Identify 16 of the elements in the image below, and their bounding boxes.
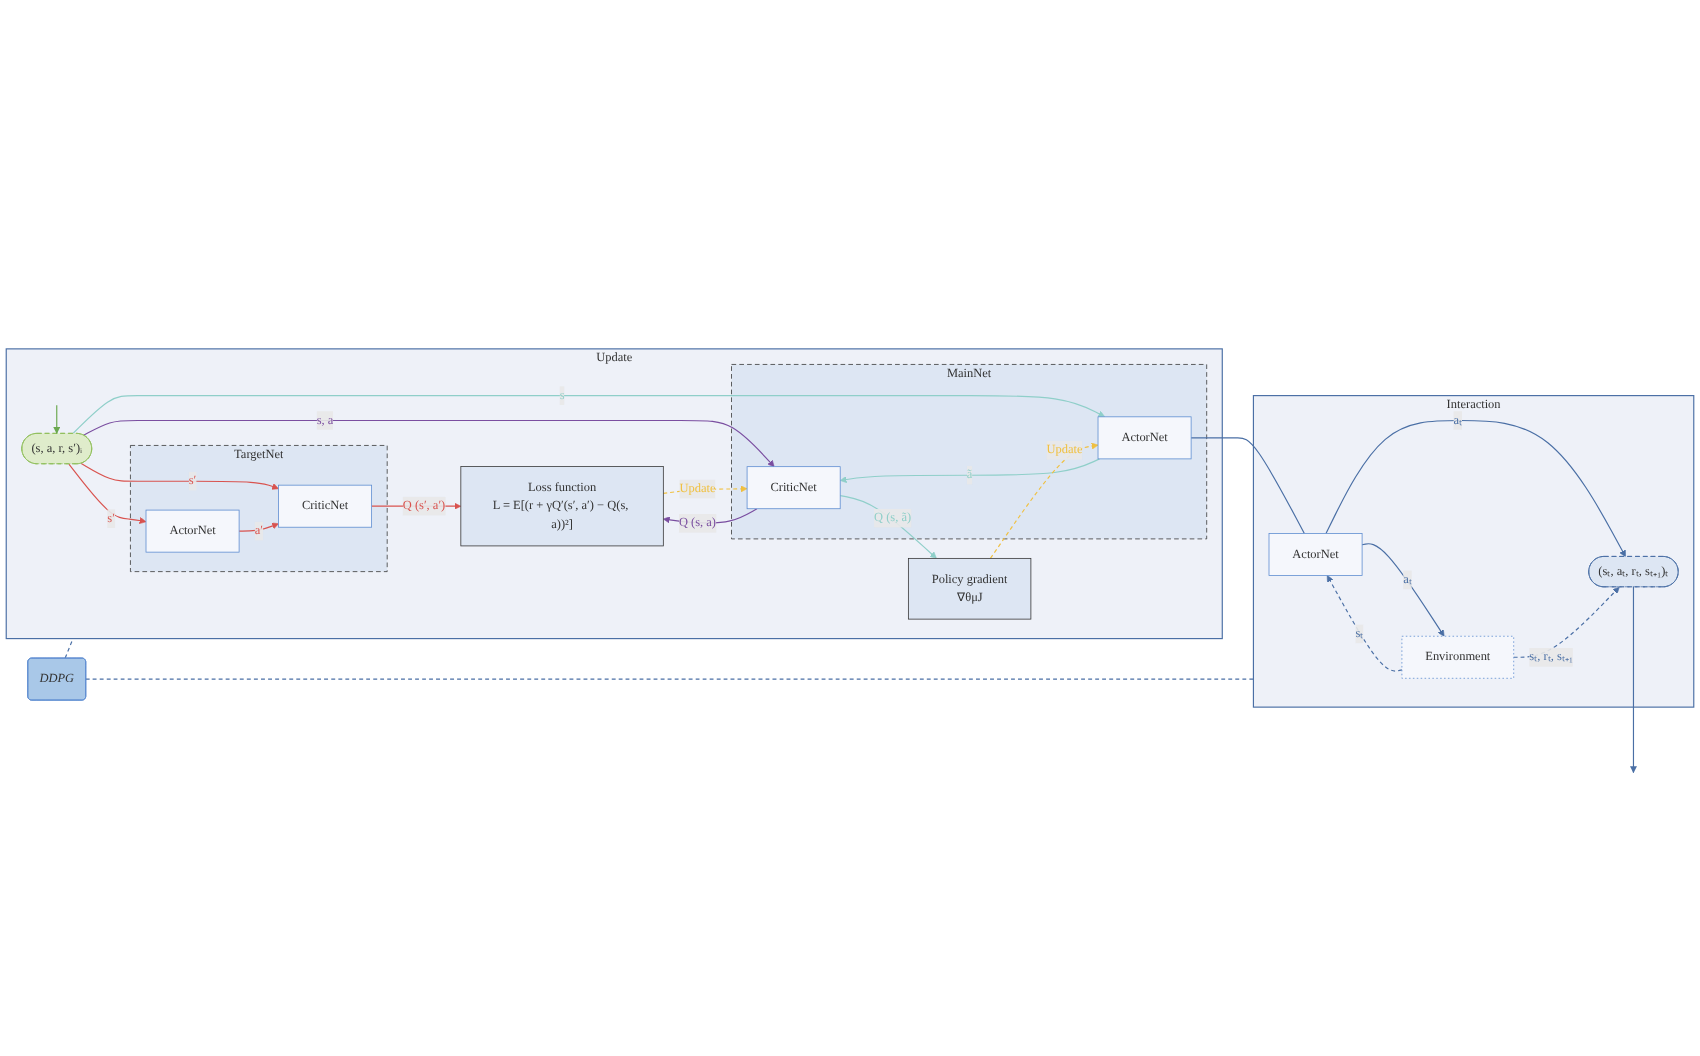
arrow [83,419,775,467]
connector [85,678,1254,680]
arrow [1629,586,1637,774]
connector [64,638,74,659]
arrow [839,458,1101,483]
arrow [68,463,147,524]
arrow [839,495,937,559]
arrow [1361,543,1445,637]
arrow [1326,575,1403,672]
arrow [80,462,279,490]
arrow [1325,419,1626,558]
arrow [989,442,1099,559]
connector [1190,437,1305,535]
arrow [53,404,61,435]
arrow [72,395,1105,435]
arrow [1513,586,1620,658]
